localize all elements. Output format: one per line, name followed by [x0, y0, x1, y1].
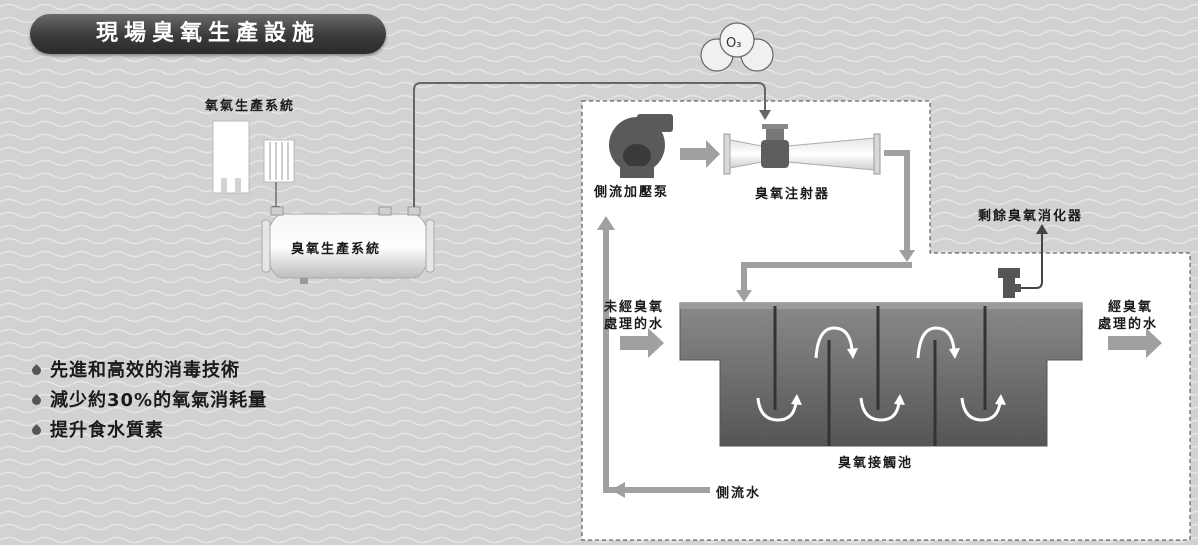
ozone-injector-icon	[723, 124, 881, 175]
oxygen-system-label: 氧氣生產系統	[205, 99, 296, 114]
ozone-pipe	[413, 82, 766, 207]
list-item: 先進和高效的消毒技術	[28, 356, 267, 386]
sidestream-pump-label: 側流加壓泵	[594, 185, 670, 200]
untreated-water-label-2: 處理的水	[604, 317, 665, 332]
outlet-arrow	[1108, 328, 1162, 358]
list-item: 減少約30%的氧氣消耗量	[28, 386, 267, 416]
injector-to-tank-pipe	[884, 150, 910, 252]
residual-destructor-label: 剩餘臭氧消化器	[978, 209, 1084, 224]
ozone-injector-label: 臭氧注射器	[755, 187, 831, 202]
bullet-icon	[30, 363, 43, 377]
ozone-contact-tank	[679, 302, 1083, 447]
ozone-generator-label: 臭氧生產系統	[291, 242, 382, 257]
contact-tank-label: 臭氧接觸池	[838, 456, 914, 471]
ozone-generator-tank	[261, 206, 435, 284]
page-title: 現場臭氧生產設施	[95, 21, 320, 46]
ozone-molecule-icon	[700, 22, 774, 72]
sidestream-pump-icon	[609, 114, 673, 178]
title-banner	[30, 14, 386, 54]
benefits-list: 先進和高效的消毒技術 減少約30%的氧氣消耗量 提升食水質素	[28, 356, 267, 446]
bullet-icon	[30, 393, 43, 407]
oxygen-production-unit	[212, 120, 295, 212]
bullet-icon	[30, 423, 43, 437]
tank-flow-arrows	[756, 326, 1002, 422]
ozone-molecule-label: O₃	[726, 36, 742, 51]
treated-water-label-2: 處理的水	[1098, 317, 1159, 332]
inlet-arrow	[620, 328, 664, 358]
sidestream-water-label: 側流水	[716, 486, 762, 501]
sidestream-return-line	[603, 228, 710, 493]
pump-to-injector-arrow	[680, 140, 720, 168]
treated-water-label-1: 經臭氧	[1108, 300, 1154, 315]
list-item: 提升食水質素	[28, 416, 267, 446]
untreated-water-label-1: 未經臭氧	[604, 300, 665, 315]
residual-ozone-destructor-icon	[998, 268, 1021, 298]
